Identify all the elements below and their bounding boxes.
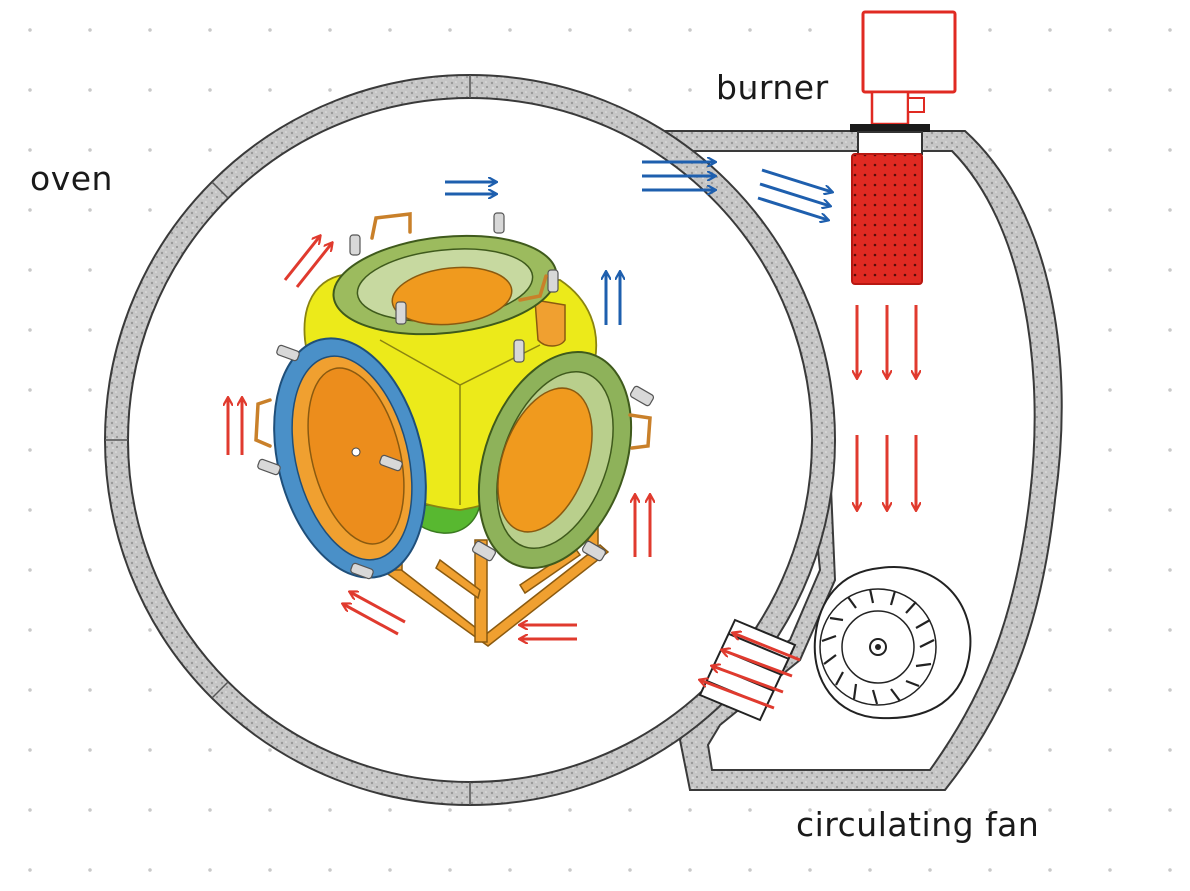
blue-arrow-icon-outlet <box>642 162 715 190</box>
oven-label: oven <box>30 159 113 198</box>
circulating-fan-label: circulating fan <box>796 805 1040 844</box>
chamber-handles <box>254 212 652 450</box>
blue-arrow-icon-top <box>445 182 496 194</box>
red-arrow-icon-lower-left <box>343 592 406 636</box>
top-flange <box>332 212 559 363</box>
red-arrow-icon-left <box>228 398 242 455</box>
blue-arrow-icon-rising <box>606 272 620 325</box>
front-flange <box>257 337 427 580</box>
side-flange <box>471 351 655 569</box>
circulating-fan <box>813 565 972 720</box>
red-arrow-icon-right <box>635 495 650 557</box>
hot-box-chamber <box>254 212 655 647</box>
red-arrow-icon-down-lower <box>857 435 916 510</box>
blue-arrow-icon-burner <box>757 168 832 220</box>
red-arrow-icon-upper-left <box>283 236 332 288</box>
burner <box>850 10 957 285</box>
fan-blades <box>821 588 935 705</box>
red-arrow-icon-return <box>700 633 801 710</box>
burner-label: burner <box>716 68 829 107</box>
red-arrow-icon-bottom <box>520 625 577 639</box>
red-arrow-icon-down-upper <box>857 305 916 378</box>
